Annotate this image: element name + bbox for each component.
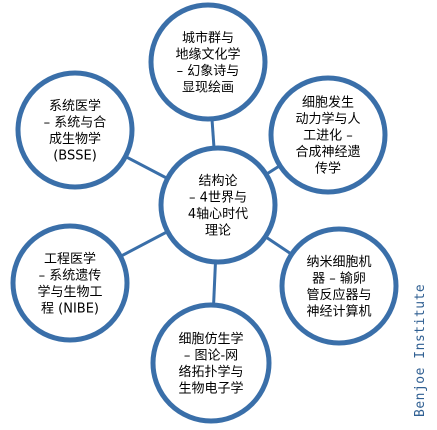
upper-left-node-circle <box>15 70 135 190</box>
upper-right-node-label-line: 细胞发生 <box>302 95 354 111</box>
top-node-label-line: 地缘文化学 <box>175 46 240 62</box>
lower-right-node-label-line: 纳米细胞机 <box>306 255 371 270</box>
node-labels: 结构论– 4世界与 4轴心时代理论 城市群与地缘文化学 – 幻象诗与显现绘画细胞发生动… <box>37 30 371 397</box>
lower-right-node-label-line: 器 – 输卵 <box>312 270 366 286</box>
lower-left-node-label-line: 工程医学 <box>44 251 96 267</box>
bottom-node-label-line: – 图论-网 <box>184 348 238 363</box>
center-node-label-line: 结构论 <box>198 174 237 189</box>
center-node-label-line: 理论 <box>205 223 231 238</box>
center-node-label: 结构论– 4世界与 4轴心时代理论 <box>188 174 248 239</box>
upper-left-node-label: 系统医学– 系统与合成生物学(BSSE) <box>44 98 107 164</box>
lower-right-node-label-line: 管反应器与 <box>306 287 371 303</box>
upper-left-node-label-line: (BSSE) <box>53 148 97 163</box>
lower-right-node-label-line: 神经计算机 <box>306 304 371 319</box>
upper-left-node-label-line: 系统医学 <box>49 98 101 114</box>
center-node-label-line: 4轴心时代 <box>188 207 248 222</box>
lower-left-node-circle <box>10 223 130 343</box>
watermark-text: Benjoe Institute <box>413 284 428 417</box>
center-node-circle <box>158 145 278 265</box>
top-node-label-line: – 幻象诗与 <box>177 64 240 79</box>
lower-left-node-label-line: 程 (NIBE) <box>41 301 99 316</box>
upper-left-node-label-line: – 系统与合 <box>44 115 107 130</box>
upper-left-node-label-line: 成生物学 <box>49 131 101 147</box>
top-node-label-line: 城市群与 <box>182 30 234 46</box>
upper-right-node-label-line: 传学 <box>315 161 341 177</box>
upper-right-node-label: 细胞发生动力学与人工进化 –合成神经遗传学 <box>295 95 360 177</box>
lower-right-node-label: 纳米细胞机器 – 输卵管反应器与神经计算机 <box>306 255 371 320</box>
lower-left-node-label: 工程医学– 系统遗传学与生物工程 (NIBE) <box>37 251 102 317</box>
top-node-label-line: 显现绘画 <box>182 80 234 95</box>
lower-right-node-circle <box>279 226 399 346</box>
top-node-circle <box>148 2 268 122</box>
top-node-label: 城市群与地缘文化学 – 幻象诗与显现绘画 <box>175 30 240 96</box>
bottom-node-label-line: 细胞仿生学 <box>178 331 243 347</box>
node-circles <box>10 2 399 424</box>
lower-left-node-label-line: – 系统遗传 <box>39 268 102 283</box>
upper-right-node-label-line: 工进化 – <box>303 129 353 144</box>
upper-right-node-circle <box>268 75 388 195</box>
upper-right-node-label-line: 合成神经遗 <box>295 145 360 160</box>
bottom-node-circle <box>150 302 272 424</box>
bottom-node-label: 细胞仿生学– 图论-网络拓扑学与生物电子学 <box>178 331 243 397</box>
bottom-node-label-line: 生物电子学 <box>178 380 243 396</box>
lower-left-node-label-line: 学与生物工 <box>37 284 102 300</box>
upper-right-node-label-line: 动力学与人 <box>295 111 360 127</box>
bottom-node-label-line: 络拓扑学与 <box>178 364 243 380</box>
center-node-label-line: – 4世界与 <box>189 190 247 205</box>
